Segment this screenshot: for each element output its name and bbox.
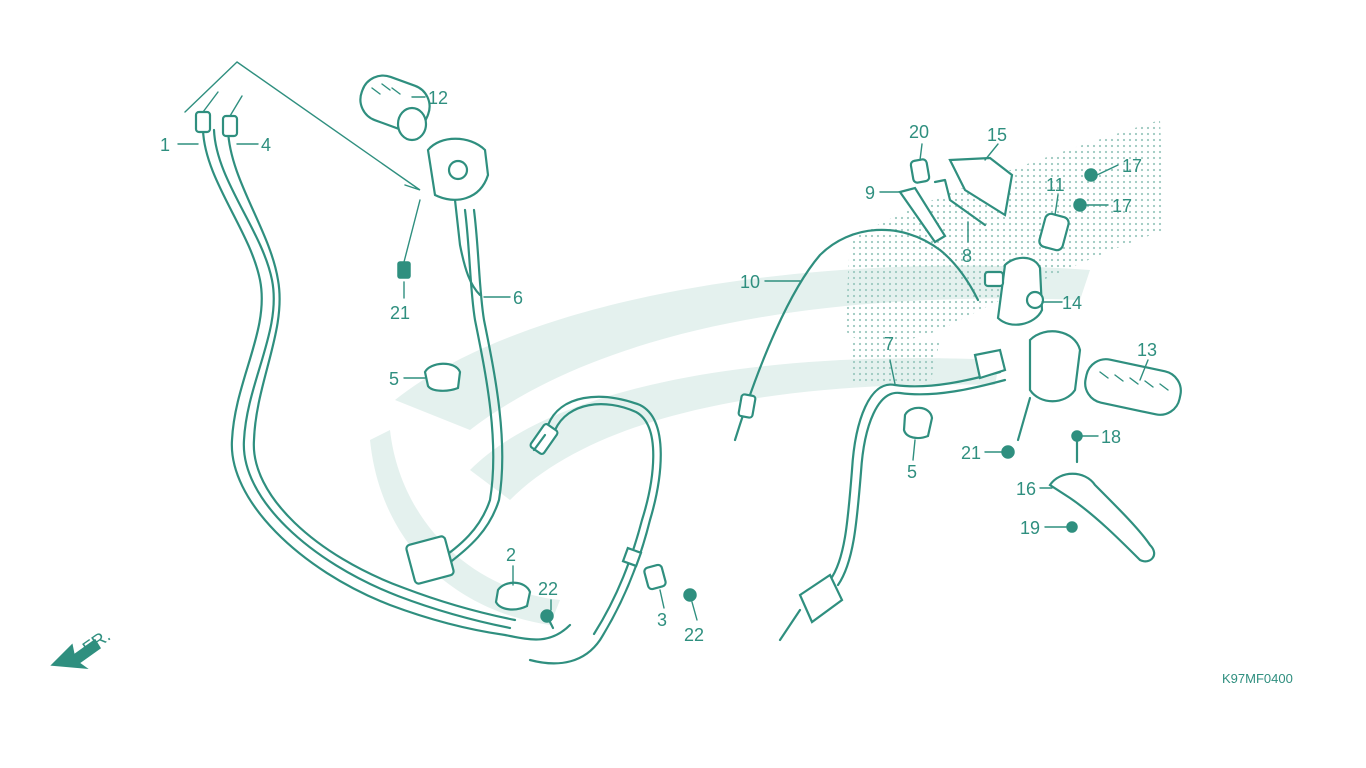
clamp-3 <box>643 563 667 591</box>
switch-harness-6 <box>405 208 504 585</box>
callout-5: 5 <box>907 462 917 482</box>
callout-14: 14 <box>1062 293 1082 313</box>
callout-13: 13 <box>1137 340 1157 360</box>
leader-lines <box>177 96 1149 621</box>
callout-21: 21 <box>961 443 981 463</box>
callout-7: 7 <box>884 334 894 354</box>
bolt-22-right <box>683 588 697 602</box>
clip-5-right <box>902 406 934 440</box>
screw-21-right <box>1001 445 1015 459</box>
bolt-22-left <box>540 609 555 630</box>
right-switch-14 <box>983 256 1045 326</box>
callout-20: 20 <box>909 122 929 142</box>
callout-5: 5 <box>389 369 399 389</box>
throttle-cables <box>184 61 572 641</box>
callout-9: 9 <box>865 183 875 203</box>
callout-21: 21 <box>390 303 410 323</box>
callout-22: 22 <box>538 579 558 599</box>
screw-21-left <box>397 199 421 279</box>
nut-19 <box>1066 521 1078 533</box>
callout-12: 12 <box>428 88 448 108</box>
lever-holder-13 <box>973 330 1182 442</box>
callout-3: 3 <box>657 610 667 630</box>
clutch-harness-7 <box>778 370 1007 642</box>
callout-19: 19 <box>1020 518 1040 538</box>
callout-4: 4 <box>261 135 271 155</box>
bracket-8 <box>933 178 987 227</box>
clip-5-left <box>423 362 462 392</box>
callout-11: 11 <box>1046 175 1065 195</box>
diagram-code: K97MF0400 <box>1222 671 1293 686</box>
clamp-2 <box>494 581 532 611</box>
left-switch-housing <box>426 137 490 297</box>
callout-15: 15 <box>987 125 1007 145</box>
brake-cable <box>528 395 662 665</box>
switch-9 <box>898 186 947 244</box>
choke-cable-10 <box>733 228 980 442</box>
throttle-grip-12 <box>359 74 431 142</box>
bracket-15 <box>948 156 1014 217</box>
callout-8: 8 <box>962 246 972 266</box>
callout-17: 17 <box>1122 156 1142 176</box>
callout-2: 2 <box>506 545 516 565</box>
callout-17: 17 <box>1112 196 1132 216</box>
callout-18: 18 <box>1101 427 1121 447</box>
callout-labels: 1 4 12 21 6 5 2 22 3 22 20 15 9 8 11 17 … <box>160 88 1157 645</box>
front-direction-arrow: FR. <box>50 625 114 669</box>
lever-16 <box>1048 472 1156 563</box>
watermark-logo <box>370 265 1090 625</box>
callout-22: 22 <box>684 625 704 645</box>
callout-1: 1 <box>160 135 170 155</box>
switch-11 <box>1038 212 1070 252</box>
callout-16: 16 <box>1016 479 1036 499</box>
part-20 <box>909 158 931 184</box>
callout-6: 6 <box>513 288 523 308</box>
callout-10: 10 <box>740 272 760 292</box>
